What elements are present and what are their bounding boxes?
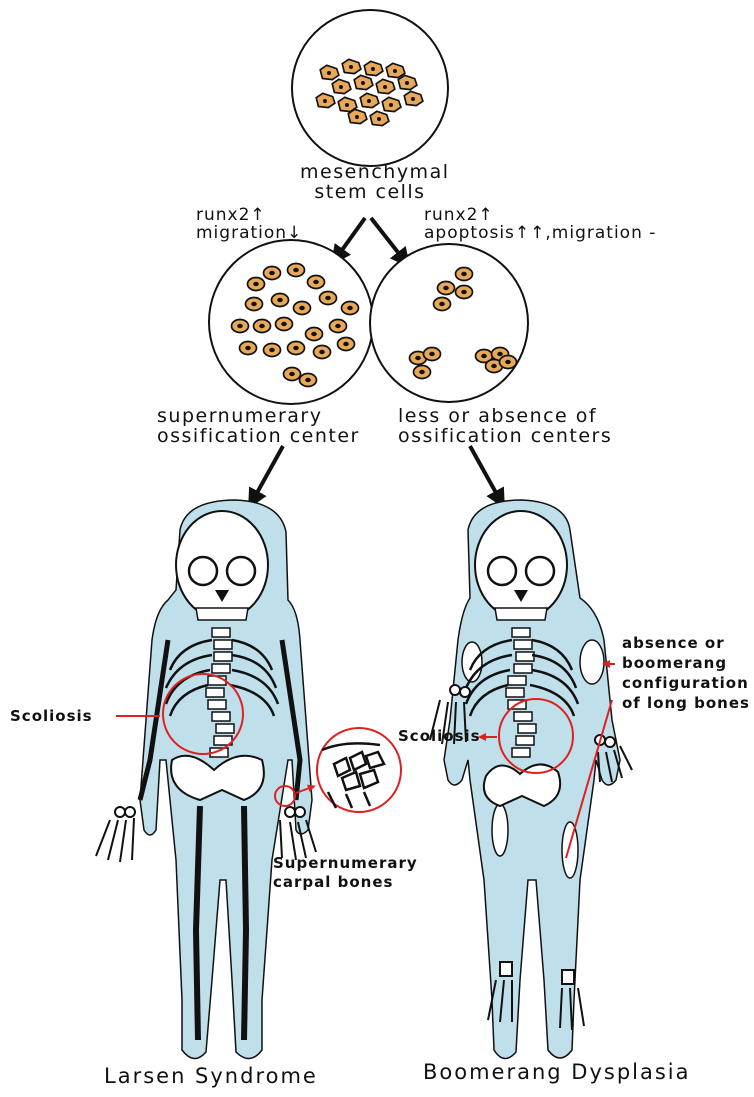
right-outcome-line1: less or absence of (398, 406, 597, 427)
left-scoliosis-label: Scoliosis (10, 707, 93, 726)
long-bones-label-line2: boomerang (622, 654, 727, 673)
right-skeleton (430, 500, 632, 1059)
arrow-to-right-circle (371, 218, 404, 260)
right-scoliosis-label: Scoliosis (398, 727, 481, 746)
left-cell-circle (209, 240, 373, 404)
left-outcome-line2: ossification center (157, 426, 360, 447)
left-syndrome-title: Larsen Syndrome (104, 1064, 318, 1088)
left-hand-left (96, 807, 135, 862)
left-outcome-line1: supernumerary (157, 406, 322, 427)
stem-cells-label-line2: stem cells (300, 182, 440, 203)
right-signal-line2: apoptosis↑↑,migration - (424, 223, 656, 243)
left-skeleton (96, 500, 316, 1059)
long-bones-label-line4: of long bones (622, 694, 750, 713)
right-syndrome-title: Boomerang Dysplasia (423, 1060, 691, 1084)
stem-cells-label-line1: mesenchymal (300, 162, 440, 183)
arrow-to-right-skeleton (470, 446, 500, 500)
stem-cell-circle (292, 10, 448, 166)
carpal-zoom-circle (317, 728, 401, 812)
long-bones-label-line3: configuration (622, 674, 749, 693)
left-signal-line1: runx2↑ (196, 205, 266, 225)
arrow-to-left-circle (337, 218, 365, 257)
carpal-label-line2: carpal bones (273, 873, 393, 892)
arrow-to-left-skeleton (253, 446, 283, 500)
top-arrows (337, 218, 404, 260)
left-signal-line2: migration↓ (196, 223, 302, 243)
carpal-label-line1: Supernumerary (273, 854, 418, 873)
right-outcome-line2: ossification centers (398, 426, 612, 447)
long-bones-label-line1: absence or (622, 634, 725, 653)
right-cell-circle (370, 244, 528, 402)
right-signal-line1: runx2↑ (424, 205, 494, 225)
